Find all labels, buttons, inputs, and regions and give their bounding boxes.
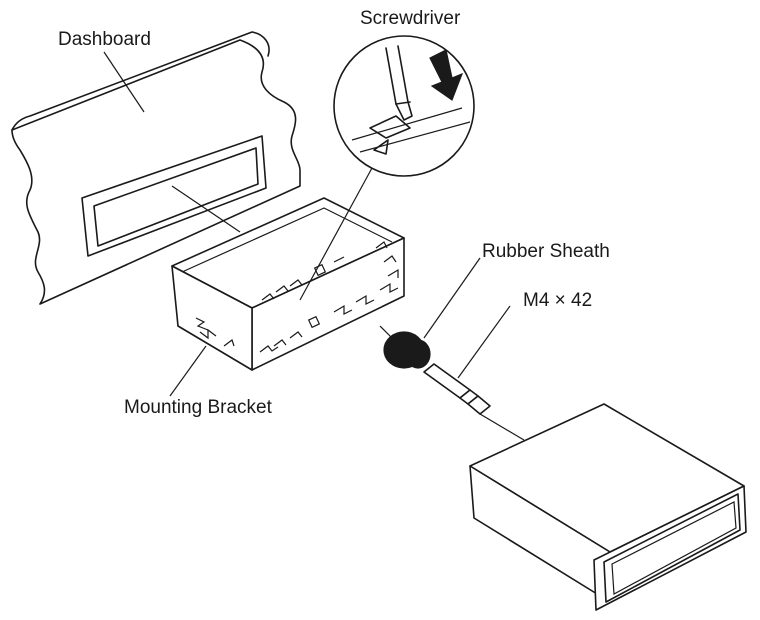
screw-spec-label: M4 × 42 <box>523 290 593 311</box>
mounting-bracket-label: Mounting Bracket <box>124 397 272 418</box>
dashboard-label: Dashboard <box>58 29 151 50</box>
bracket-leader <box>169 345 207 397</box>
dashboard-leader <box>103 51 145 113</box>
dashboard-panel <box>11 31 301 305</box>
rubber-sheath-label: Rubber Sheath <box>482 241 610 262</box>
head-unit <box>469 403 747 611</box>
mounting-bracket <box>171 167 405 371</box>
screw-m4 <box>423 305 525 441</box>
down-arrow-icon <box>429 49 464 101</box>
screwdriver-callout <box>333 35 475 177</box>
rubber-sheath <box>379 257 481 369</box>
screwdriver-label: Screwdriver <box>360 8 461 29</box>
